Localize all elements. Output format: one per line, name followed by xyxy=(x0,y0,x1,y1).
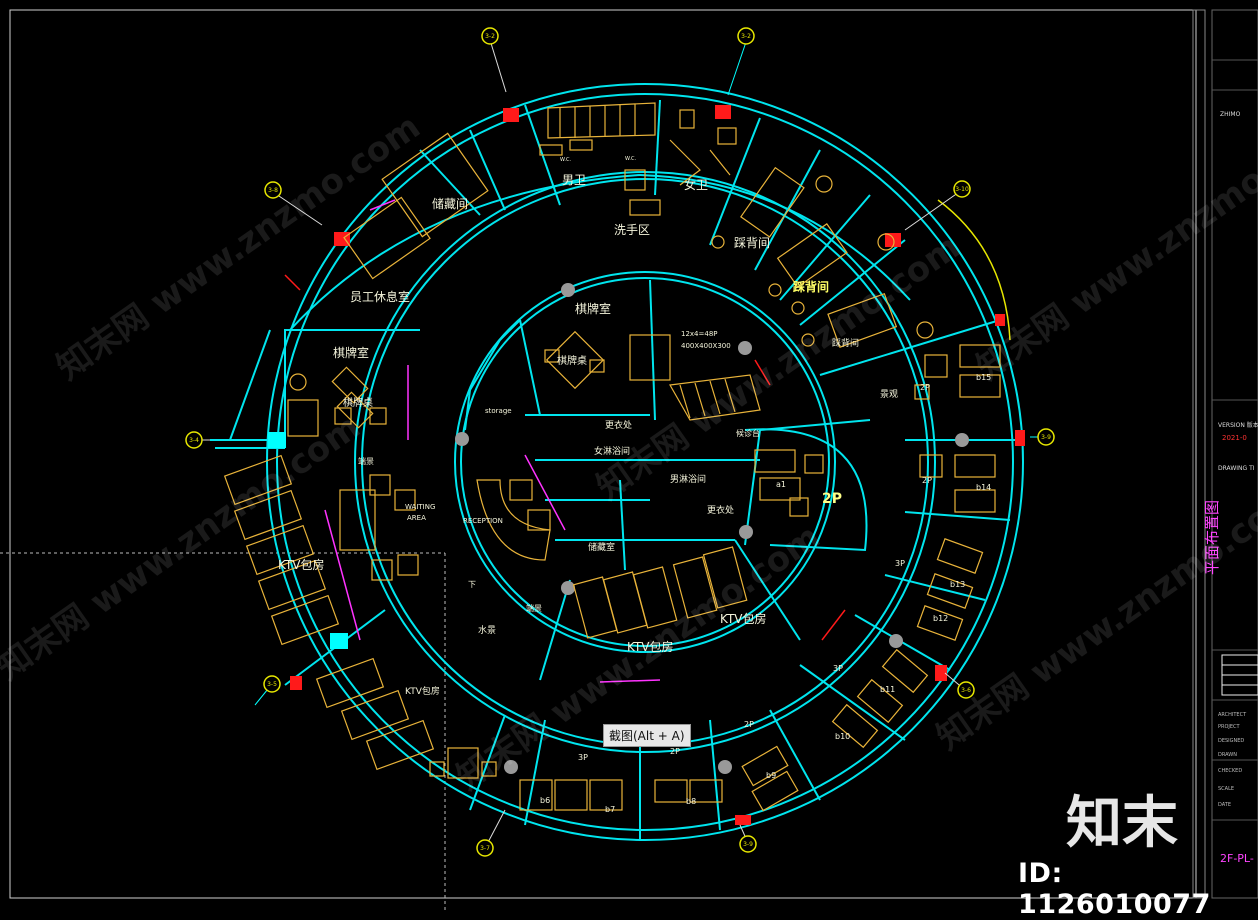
red-lines xyxy=(284,274,846,641)
axis-label: 3-8 xyxy=(268,187,278,194)
label-back-room-1: 踩背间 xyxy=(734,236,770,250)
suite-b10: b10 xyxy=(835,732,850,741)
svg-text:CHECKED: CHECKED xyxy=(1218,768,1242,774)
suite-3p-b13: 3P xyxy=(895,559,905,568)
svg-text:ARCHITECT: ARCHITECT xyxy=(1218,712,1247,718)
suite-2p-b8: 2P xyxy=(670,747,680,756)
label-ktv-bottom-left: KTV包房 xyxy=(405,685,440,697)
label-landscape: 景观 xyxy=(880,389,898,400)
label-water-feature: 水景 xyxy=(478,624,496,636)
label-waiting-1: WAITING xyxy=(405,503,435,511)
watermark-id: ID: 1126010077 xyxy=(1018,858,1211,920)
suite-b6: b6 xyxy=(540,796,550,805)
axis-label: 3-6 xyxy=(961,687,971,694)
label-storage: 储藏间 xyxy=(432,196,468,211)
svg-text:PROJECT: PROJECT xyxy=(1218,724,1241,730)
axis-label: 3-10 xyxy=(955,186,969,193)
label-womens-shower: 女淋浴间 xyxy=(594,445,630,457)
label-mens-wc: 男卫 xyxy=(562,173,586,187)
suite-b13: b13 xyxy=(950,580,965,589)
suite-b11: b11 xyxy=(880,685,895,694)
sheet-margin xyxy=(1192,9,1206,899)
label-back-room-3: 踩背间 xyxy=(832,337,859,349)
suite-b7: b7 xyxy=(605,805,615,814)
sheet-frame xyxy=(9,9,1197,899)
suite-a1: a1 xyxy=(776,480,786,489)
label-changing-top: 更衣处 xyxy=(605,419,632,431)
label-reception: RECEPTION xyxy=(463,517,503,525)
label-card-room-center: 棋牌室 xyxy=(575,301,611,316)
label-service-desk: 候诊台 xyxy=(736,428,760,438)
suite-2p-large: 2P xyxy=(822,491,842,507)
suite-b9: b9 xyxy=(766,771,776,780)
label-wash-area: 洗手区 xyxy=(614,223,650,237)
suite-2p-b9: 2P xyxy=(744,720,754,729)
svg-text:SCALE: SCALE xyxy=(1218,786,1234,792)
svg-text:ZHIMO: ZHIMO xyxy=(1220,111,1241,118)
axis-label: 3-2 xyxy=(485,33,495,40)
label-staff-rest: 员工休息室 xyxy=(350,289,410,304)
label-card-table-left: 棋牌桌 xyxy=(343,396,373,409)
label-ktv-center-2: KTV包房 xyxy=(720,611,766,626)
title-version: VERSION 版本 xyxy=(1218,421,1258,429)
label-dim-note-2: 400X400X300 xyxy=(681,342,731,350)
axis-label: 3-9 xyxy=(1041,434,1051,441)
label-storage-small: 储藏室 xyxy=(588,541,615,553)
axis-markers: 3-2 3-2 3-8 3-10 3-4 3-9 3-5 3-6 3-7 3-9 xyxy=(185,27,1055,857)
suite-b8: b8 xyxy=(686,797,696,806)
suite-2p-b14: 2P xyxy=(922,476,932,485)
label-ktv-center-1: KTV包房 xyxy=(627,639,673,654)
suite-b12: b12 xyxy=(933,614,948,623)
label-end-scene-1: 端景 xyxy=(358,456,374,466)
terrace-arc xyxy=(937,199,1011,341)
axis-label: 3-9 xyxy=(743,841,753,848)
suite-labels: 2P 2P b15 2P b14 3P b13 b12 b11 b10 3P 2… xyxy=(540,373,991,814)
label-end-scene-2: 端景 xyxy=(526,603,542,613)
label-ktv-left: KTV包房 xyxy=(278,557,324,572)
suite-b14: b14 xyxy=(976,483,991,492)
svg-text:DRAWN: DRAWN xyxy=(1218,752,1237,758)
label-card-table-center: 棋牌桌 xyxy=(557,354,587,367)
label-card-room-left: 棋牌室 xyxy=(333,345,369,360)
accent-lines xyxy=(324,199,661,683)
room-labels: 储藏间 员工休息室 男卫 女卫 洗手区 踩背间 踩背间 踩背间 棋牌室 棋牌桌 … xyxy=(278,156,898,697)
drawing-number: 2F-PL- xyxy=(1220,852,1254,865)
axis-label: 3-2 xyxy=(741,33,751,40)
axis-label: 3-5 xyxy=(267,681,277,688)
label-down: 下 xyxy=(468,580,476,589)
label-dim-note-1: 12x4=48P xyxy=(681,330,718,338)
suite-2p-b15: 2P xyxy=(920,383,930,392)
suite-3p-b7: 3P xyxy=(578,753,588,762)
label-changing-mid: 更衣处 xyxy=(707,504,734,516)
title-drawing-label: DRAWING TI xyxy=(1218,465,1255,472)
title-block: ZHIMO VERSION 版本 2021-0 DRAWING TI 平面布置图… xyxy=(1203,9,1258,899)
label-wc-tag: W.C. xyxy=(625,156,636,162)
axis-label: 3-7 xyxy=(480,845,490,852)
svg-text:DATE: DATE xyxy=(1218,802,1231,808)
watermark-brand-logo: 知末 xyxy=(1066,791,1178,856)
drawing-title-text: 平面布置图 xyxy=(1203,500,1221,575)
label-storage-en: storage xyxy=(485,407,512,415)
svg-text:DESIGNED: DESIGNED xyxy=(1218,738,1244,744)
screenshot-tooltip: 截图(Alt + A) xyxy=(603,724,691,747)
label-womens-wc: 女卫 xyxy=(684,177,708,192)
suite-3p-b11: 3P xyxy=(833,664,843,673)
axis-label: 3-4 xyxy=(189,437,199,444)
walls xyxy=(210,83,1024,841)
suite-b15: b15 xyxy=(976,373,991,382)
furniture xyxy=(223,102,1001,812)
title-rev: 2021-0 xyxy=(1222,434,1247,442)
label-waiting-2: AREA xyxy=(407,514,426,522)
label-wc-tag: W.C. xyxy=(560,157,571,163)
label-back-room-2: 踩背间 xyxy=(793,279,829,294)
label-mens-shower: 男淋浴间 xyxy=(670,473,706,485)
